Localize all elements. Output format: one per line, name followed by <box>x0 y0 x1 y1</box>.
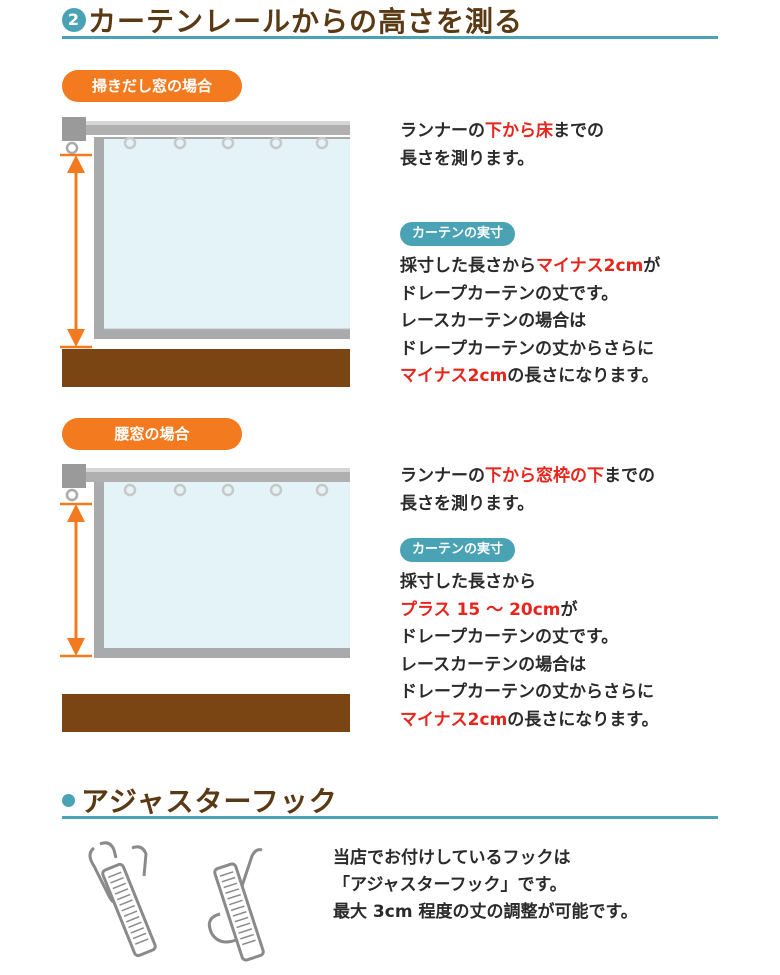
waist-window-illustration <box>60 464 350 732</box>
section-title-adjuster-hook: アジャスターフック <box>62 780 338 820</box>
bullet-dot-icon <box>62 793 75 807</box>
text-segment: ドレープカーテンの丈です。 <box>400 627 619 647</box>
hook-description: 当店でお付けしているフックは 「アジャスターフック」です。 最大 3cm 程度の… <box>333 845 638 926</box>
text-segment: までの <box>604 466 655 486</box>
text-line: レースカーテンの場合は <box>400 652 659 680</box>
hook-description-line: 最大 3cm 程度の丈の調整が可能です。 <box>333 902 638 922</box>
badge-floor-window: 掃きだし窓の場合 <box>62 70 242 102</box>
text-segment: レースカーテンの場合は <box>400 311 587 331</box>
runner-ring <box>65 141 79 155</box>
text-segment: 採寸した長さから <box>400 256 536 276</box>
text-segment: 採寸した長さから <box>400 572 536 592</box>
badge-actual-size-waist: カーテンの実寸 <box>400 538 516 562</box>
text-line: ドレープカーテンの丈です。 <box>400 281 660 309</box>
text-segment: ドレープカーテンの丈からさらに <box>400 682 654 702</box>
text-line: マイナス2cmの長さになります。 <box>400 363 660 391</box>
text-line: ドレープカーテンの丈です。 <box>400 624 659 652</box>
measure-arrow-runner-to-sill <box>60 502 92 658</box>
text-segment: までの <box>553 121 604 141</box>
waist-actual-size-notes: 採寸した長さからプラス 15 〜 20cmがドレープカーテンの丈です。レースカー… <box>400 569 659 734</box>
adjuster-hook-illustrations <box>88 841 265 962</box>
highlight-text: マイナス2cm <box>400 366 508 386</box>
floor <box>62 694 350 732</box>
text-segment: ランナーの <box>400 121 485 141</box>
text-segment: の長さになります。 <box>507 366 659 386</box>
text-segment: の長さになります。 <box>507 709 659 730</box>
rail-end-cap <box>62 464 86 488</box>
rail-end-cap <box>62 117 86 141</box>
floor-actual-size-notes: 採寸した長さからマイナス2cmがドレープカーテンの丈です。レースカーテンの場合は… <box>400 253 660 391</box>
highlight-text: プラス 15 〜 20cm <box>400 599 561 620</box>
section-title-text: カーテンレールからの高さを測る <box>88 5 524 38</box>
badge-waist-window: 腰窓の場合 <box>62 418 242 450</box>
text-segment: ドレープカーテンの丈からさらに <box>400 338 654 359</box>
highlight-text: マイナス2cm <box>400 709 508 730</box>
window-glass <box>104 478 350 648</box>
highlight-text: 下から床 <box>485 121 553 141</box>
floor-window-illustration <box>60 117 350 387</box>
text-segment: ランナーの <box>400 466 485 486</box>
text-segment: 長さを測ります。 <box>400 493 535 514</box>
text-line: 長さを測ります。 <box>400 146 604 174</box>
highlight-text: マイナス2cm <box>536 256 644 276</box>
waist-measure-instructions: ランナーの下から窓枠の下までの長さを測ります。 <box>400 463 655 518</box>
adjuster-hook-icon <box>88 841 157 958</box>
text-segment: レースカーテンの場合は <box>400 654 587 675</box>
measure-arrow-runner-to-floor <box>60 153 92 349</box>
text-segment: 長さを測ります。 <box>400 148 535 169</box>
text-segment: が <box>643 256 661 276</box>
runner-ring <box>65 488 79 502</box>
adjuster-hook-icon <box>207 848 265 962</box>
text-segment: ドレープカーテンの丈です。 <box>400 283 619 304</box>
text-line: プラス 15 〜 20cmが <box>400 597 659 625</box>
text-line: ランナーの下から床までの <box>400 118 604 146</box>
highlight-text: 下から窓枠の下 <box>485 466 604 486</box>
text-line: 長さを測ります。 <box>400 491 655 519</box>
text-line: ドレープカーテンの丈からさらに <box>400 679 659 707</box>
section-divider <box>62 816 718 819</box>
text-line: ドレープカーテンの丈からさらに <box>400 336 660 364</box>
text-line: レースカーテンの場合は <box>400 308 660 336</box>
text-line: ランナーの下から窓枠の下までの <box>400 463 655 491</box>
hook-description-line: 「アジャスターフック」です。 <box>333 875 567 895</box>
text-line: 採寸した長さからマイナス2cmが <box>400 253 660 281</box>
badge-actual-size-floor: カーテンの実寸 <box>400 222 516 246</box>
section-divider <box>62 36 718 39</box>
text-line: マイナス2cmの長さになります。 <box>400 707 659 735</box>
step-number-badge: 2 <box>62 8 86 32</box>
window-glass <box>104 139 350 329</box>
text-segment: が <box>560 599 578 620</box>
text-line: 採寸した長さから <box>400 569 659 597</box>
floor <box>62 349 350 387</box>
hook-description-line: 当店でお付けしているフックは <box>333 848 571 868</box>
section-title-text: アジャスターフック <box>81 785 338 818</box>
floor-measure-instructions: ランナーの下から床までの長さを測ります。 <box>400 118 604 173</box>
